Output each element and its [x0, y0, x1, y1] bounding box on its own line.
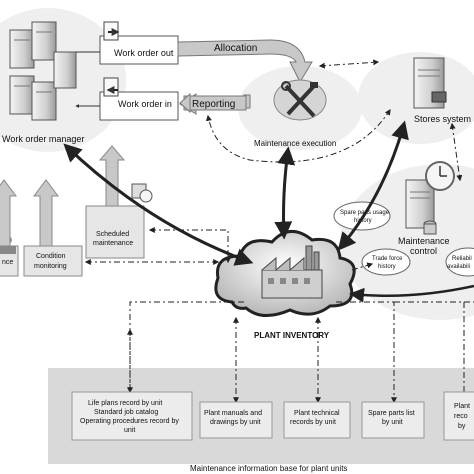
info-box-life-plans-line-1: Life plans record by unit	[88, 400, 162, 407]
stores-inventory-link	[337, 120, 409, 251]
scheduled-maintenance-label-1: Scheduled	[96, 231, 129, 238]
stores-control-link	[449, 122, 463, 182]
trade-force-history-bubble	[361, 248, 411, 276]
info-box-life-plans-line-2: Standard job catalog	[94, 409, 158, 416]
info-box-spare-parts-list	[361, 401, 425, 439]
condition-monitoring-label-1: Condition	[36, 253, 66, 260]
work-order-in-box	[99, 91, 179, 121]
control-cloud-link	[351, 262, 374, 271]
work-order-manager-label: Work order manager	[2, 134, 84, 144]
execution-inventory-link	[274, 146, 296, 240]
control-server-icon	[405, 179, 435, 229]
info-box-spare-parts-list-line-2: by unit	[382, 419, 403, 426]
work-order-out-label: Work order out	[114, 48, 174, 58]
maintenance-control-label-2: control	[410, 246, 437, 256]
left-partial-label: nce	[2, 259, 13, 266]
stores-server-icon	[413, 57, 447, 109]
scheduled-cloud-link	[148, 227, 231, 264]
maintenance-execution-label: Maintenance execution	[254, 139, 336, 148]
info-box-plant-partial-line-3: by	[458, 423, 466, 430]
info-box-life-plans-line-3: Operating procedures record by	[80, 418, 179, 425]
up-arrow-middle	[33, 179, 59, 247]
condition-monitoring-label-2: monitoring	[34, 263, 67, 270]
info-box-technical-records-line-1: Plant technical	[294, 410, 340, 417]
reliability-label-1: Reliabil	[452, 256, 472, 262]
info-box-plant-manuals-line-2: drawings by unit	[210, 419, 261, 426]
scheduled-maintenance-label-2: maintenance	[93, 240, 133, 247]
info-box-technical-records-line-2: records by unit	[290, 419, 336, 426]
stores-system-label: Stores system	[414, 114, 471, 124]
reliability-label-2: availabili	[447, 264, 470, 270]
info-box-plant-partial	[443, 391, 474, 441]
allocation-arrow	[177, 39, 313, 84]
plant-inventory-cloud	[214, 230, 356, 317]
plant-inventory-label: PLANT INVENTORY	[254, 331, 330, 340]
work-order-in-label: Work order in	[118, 99, 172, 109]
trade-force-history-label-1: Trade force	[372, 256, 403, 262]
info-box-plant-manuals	[199, 401, 273, 439]
work-order-out-box	[99, 35, 179, 65]
info-box-life-plans-line-4: unit	[124, 427, 135, 434]
server-rack-icon	[9, 21, 77, 121]
up-arrow-left	[0, 179, 17, 247]
reporting-label: Reporting	[192, 99, 235, 110]
tools-icon	[273, 79, 327, 121]
control-inventory-link	[349, 284, 474, 303]
database-icon	[423, 220, 437, 235]
info-box-plant-partial-line-2: reco	[454, 413, 468, 420]
document-in-icon	[103, 77, 119, 97]
info-box-plant-manuals-line-1: Plant manuals and	[204, 410, 262, 417]
stores-reporting-link	[205, 108, 391, 163]
up-arrow-scheduled	[98, 145, 126, 207]
info-box-technical-records	[283, 401, 351, 439]
info-box-plant-partial-line-1: Plant	[454, 403, 470, 410]
maintenance-control-label-1: Maintenance	[398, 236, 450, 246]
info-box-life-plans	[71, 391, 193, 441]
reliability-bubble	[445, 247, 474, 277]
condition-monitoring-box	[23, 245, 83, 277]
execution-stores-link	[318, 59, 380, 69]
trade-force-history-label-2: history	[378, 264, 396, 270]
info-base-caption: Maintenance information base for plant u…	[190, 464, 347, 473]
calendar-clock-icon	[131, 183, 153, 203]
reporting-arrow-head	[179, 92, 191, 114]
allocation-label: Allocation	[214, 43, 257, 54]
clock-icon	[425, 161, 455, 191]
info-box-spare-parts-list-line-1: Spare parts list	[368, 410, 415, 417]
factory-icon	[261, 245, 323, 299]
document-out-icon	[103, 21, 120, 41]
